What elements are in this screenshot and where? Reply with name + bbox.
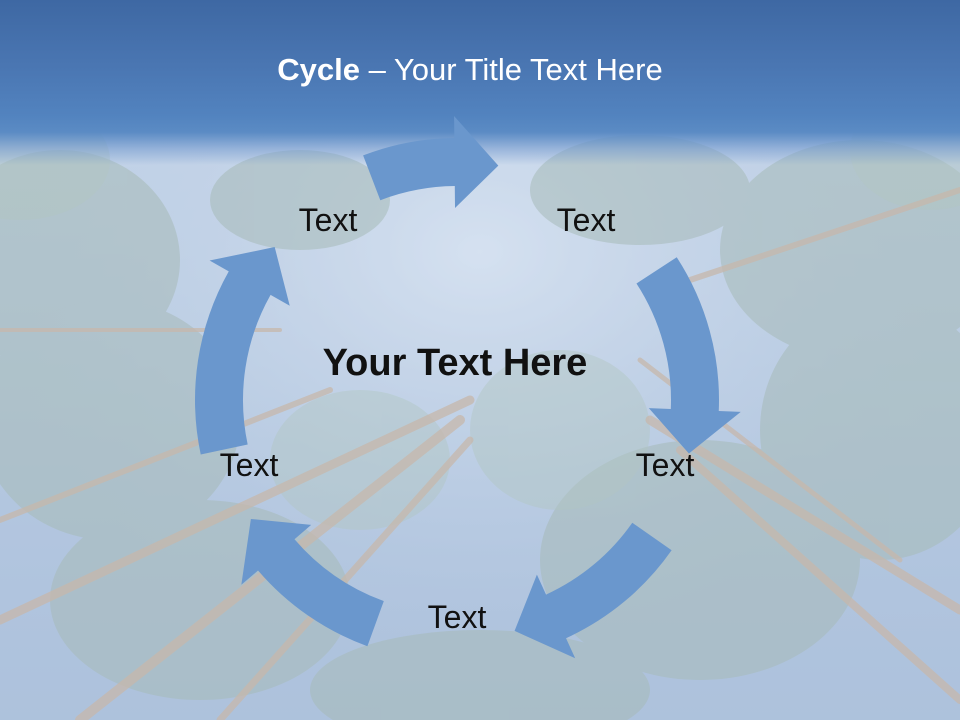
cycle-arrow-4 [241,519,384,647]
cycle-arrow-5 [195,247,290,455]
cycle-arrow-1 [363,116,499,209]
slide-title[interactable]: Cycle – Your Title Text Here [0,52,940,88]
cycle-arrow-2 [636,257,741,454]
cycle-node-1[interactable]: Text [556,202,616,238]
cycle-node-2[interactable]: Text [635,447,695,483]
cycle-node-5[interactable]: Text [298,202,358,238]
cycle-arrow-3 [514,522,672,659]
title-bold: Cycle [277,52,360,87]
cycle-node-4[interactable]: Text [219,447,279,483]
cycle-node-3[interactable]: Text [427,599,487,635]
center-text[interactable]: Your Text Here [322,342,588,384]
title-rest: – Your Title Text Here [360,52,663,87]
title-banner [0,0,960,165]
